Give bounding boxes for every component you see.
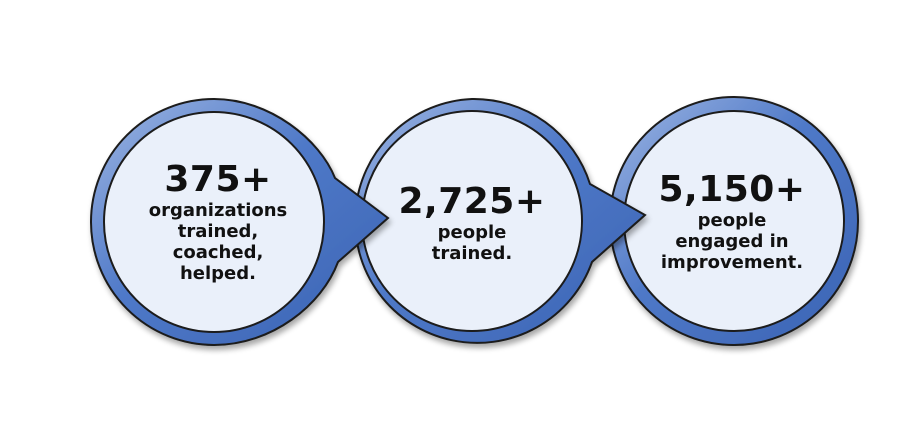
stat-people-engaged: 5,150+ people engaged in improvement. <box>632 166 832 276</box>
stat-number: 2,725+ <box>398 181 546 222</box>
circle-2 <box>354 97 647 344</box>
circle-1 <box>90 97 390 347</box>
stat-organizations: 375+ organizations trained, coached, hel… <box>118 152 318 292</box>
stat-number: 375+ <box>164 159 272 200</box>
stat-description: organizations trained, coached, helped. <box>148 200 288 284</box>
stat-description: people engaged in improvement. <box>660 209 804 273</box>
stat-number: 5,150+ <box>658 168 806 210</box>
stat-people-trained: 2,725+ people trained. <box>372 178 572 268</box>
circle-3 <box>609 96 859 346</box>
stat-description: people trained. <box>431 222 513 264</box>
